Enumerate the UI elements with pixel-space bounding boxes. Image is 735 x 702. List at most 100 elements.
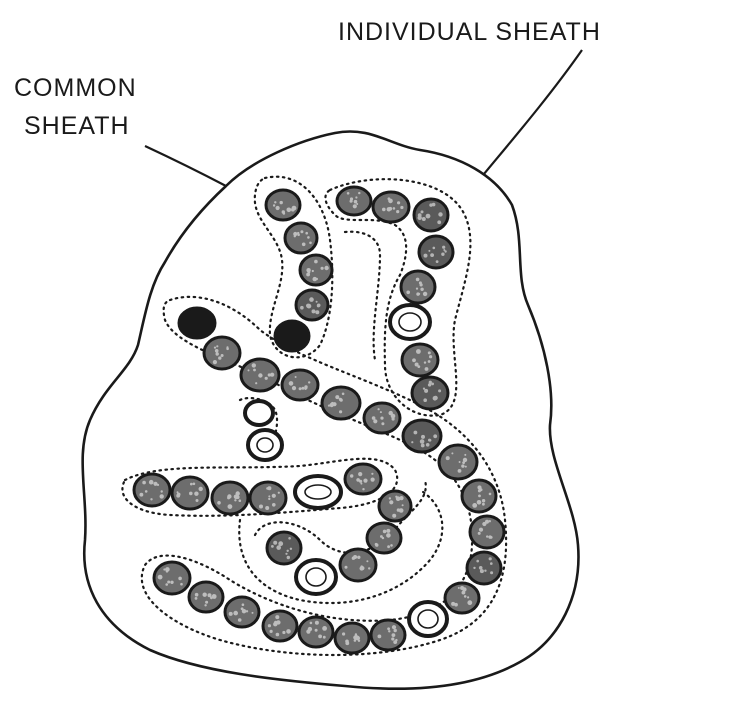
stipple-dot [358,472,362,476]
heterocyst [390,305,430,339]
stipple-dot [412,358,416,362]
stipple-dot [178,577,182,581]
stipple-dot [218,356,221,359]
stipple-dot [213,360,217,364]
stipple-dot [276,633,280,637]
stipple-dot [292,386,296,390]
stipple-dot [347,192,350,195]
stipple-dot [420,439,425,444]
cell [296,290,328,320]
stipple-dot [476,560,479,563]
stipple-dot [275,615,279,619]
stipple-dot [443,249,445,251]
stipple-dot [145,490,148,493]
stipple-dot [465,466,467,468]
stipple-dot [241,607,244,610]
stipple-dot [480,567,482,569]
cell [266,190,300,220]
stipple-dot [462,591,466,595]
cell [439,445,477,479]
cell [204,337,240,369]
stipple-dot [353,204,357,208]
stipple-dot [282,631,285,634]
stipple-dot [265,377,268,380]
stipple-dot [358,192,360,194]
stipple-dot [388,197,391,200]
stipple-dot [280,201,283,204]
stipple-dot [276,206,280,210]
stipple-dot [464,595,467,598]
common-sheath-pointer [145,146,226,186]
stipple-dot [150,498,152,500]
stipple-dot [375,543,378,546]
heterocyst [296,560,336,594]
stipple-dot [490,571,493,574]
cell [322,387,360,419]
stipple-dot [252,363,256,367]
stipple-dot [484,570,486,572]
stipple-dot [195,597,198,600]
stipple-dot [356,478,360,482]
stipple-dot [441,253,444,256]
stipple-dot [315,621,319,625]
stipple-dot [416,278,420,282]
stipple-dot [248,369,250,371]
stipple-dot [436,260,439,263]
stipple-dot [430,253,434,257]
stipple-dot [397,201,400,204]
stipple-dot [389,500,393,504]
stipple-dot [461,464,464,467]
stipple-dot [309,297,314,302]
stipple-dot [437,220,441,224]
stipple-dot [285,553,287,555]
stipple-dot [360,483,362,485]
stipple-dot [153,482,157,486]
stipple-dot [271,545,274,548]
stipple-dot [426,214,431,219]
cell [282,370,318,400]
cell [335,623,369,653]
stipple-dot [293,232,297,236]
stipple-dot [386,529,390,533]
stipple-dot [208,593,212,597]
stipple-dot [423,292,427,296]
stipple-dot [418,293,420,295]
stipple-dot [417,365,420,368]
stipple-dot [451,602,455,606]
stipple-dot [229,612,233,616]
stipple-dot [313,277,317,281]
stipple-dot [170,581,173,584]
stipple-dot [161,490,163,492]
stipple-dot [189,492,193,496]
stipple-dot [323,636,326,639]
stipple-dot [423,398,427,402]
stipple-dot [480,569,484,573]
stipple-dot [420,283,423,286]
stipple-dot [212,594,217,599]
stipple-dot [371,478,375,482]
stipple-dot [429,381,432,384]
stipple-dot [321,267,324,270]
stipple-dot [274,621,277,624]
stipple-dot [318,635,322,639]
stipple-dot [414,431,418,435]
stipple-dot [142,481,146,485]
stipple-dot [438,212,442,216]
stipple-dot [382,208,386,212]
individual-sheath-label: INDIVIDUAL SHEATH [338,18,601,46]
stipple-dot [428,360,431,363]
stipple-dot [203,593,207,597]
stipple-dot [429,439,432,442]
stipple-dot [309,242,312,245]
stipple-dot [342,632,345,635]
stipple-dot [195,593,199,597]
stipple-dot [473,567,475,569]
stipple-dot [433,396,438,401]
cell [134,474,170,506]
stipple-dot [312,309,316,313]
cell [340,549,376,581]
stipple-dot [214,347,216,349]
stipple-dot [421,210,424,213]
stipple-dot [356,203,358,205]
stipple-dot [391,637,394,640]
